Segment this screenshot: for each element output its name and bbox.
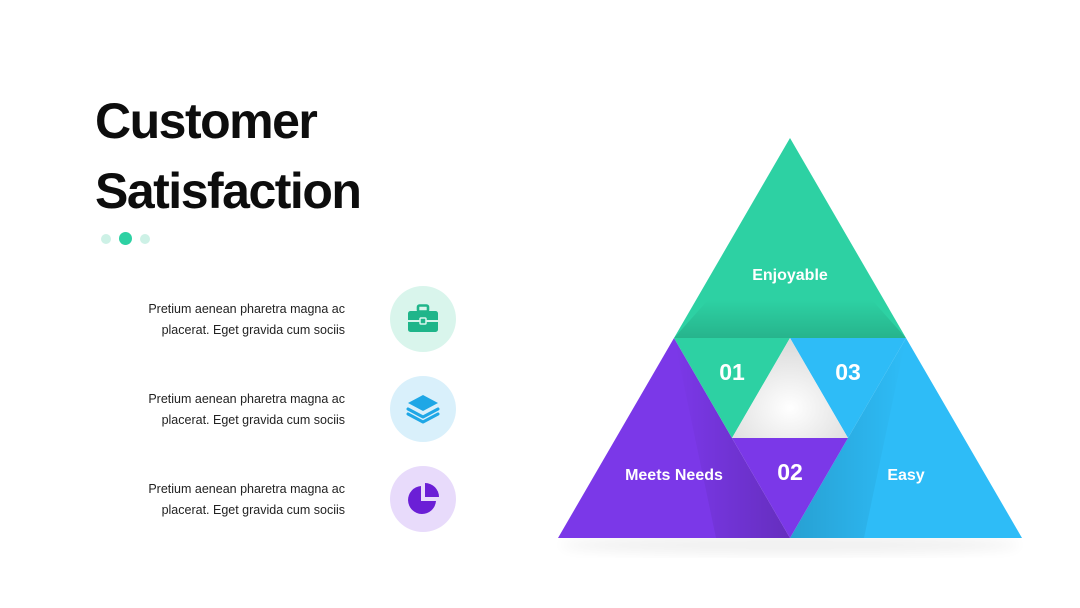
dot-2-active — [119, 232, 132, 245]
center-triangle — [732, 338, 848, 438]
number-01: 01 — [719, 359, 745, 385]
feature-item-2: Pretium aenean pharetra magna ac placera… — [100, 376, 460, 446]
layers-icon-circle — [390, 376, 456, 442]
pie-chart-icon-circle — [390, 466, 456, 532]
pagination-dots — [101, 232, 158, 245]
feature-text: Pretium aenean pharetra magna ac placera… — [105, 299, 345, 341]
label-meets-needs: Meets Needs — [625, 467, 723, 484]
segment-03 — [790, 338, 906, 438]
feature-text-line: placerat. Eget gravida cum sociis — [161, 503, 345, 517]
pie-chart-icon — [408, 483, 439, 514]
title-line-2: Satisfaction — [95, 163, 362, 219]
page-title: Customer Satisfaction — [95, 86, 362, 226]
segment-02 — [732, 438, 848, 538]
feature-text-line: Pretium aenean pharetra magna ac — [148, 392, 345, 406]
briefcase-icon-circle — [390, 286, 456, 352]
briefcase-icon — [408, 304, 438, 332]
feature-text-line: placerat. Eget gravida cum sociis — [161, 323, 345, 337]
feature-item-3: Pretium aenean pharetra magna ac placera… — [100, 466, 460, 536]
number-03: 03 — [835, 359, 861, 385]
dot-1 — [101, 233, 111, 244]
feature-item-1: Pretium aenean pharetra magna ac placera… — [100, 286, 460, 356]
number-02: 02 — [777, 459, 803, 485]
feature-text: Pretium aenean pharetra magna ac placera… — [105, 389, 345, 431]
segment-01 — [674, 338, 790, 438]
layers-icon — [406, 395, 440, 424]
feature-text-line: Pretium aenean pharetra magna ac — [148, 482, 345, 496]
feature-text-line: Pretium aenean pharetra magna ac — [148, 302, 345, 316]
title-line-1: Customer — [95, 93, 318, 149]
feature-text-line: placerat. Eget gravida cum sociis — [161, 413, 345, 427]
triangle-top-shade — [674, 300, 906, 338]
dot-3 — [140, 233, 150, 244]
label-enjoyable: Enjoyable — [752, 267, 828, 284]
triangle-top — [674, 138, 906, 338]
feature-text: Pretium aenean pharetra magna ac placera… — [105, 479, 345, 521]
label-easy: Easy — [887, 467, 924, 484]
